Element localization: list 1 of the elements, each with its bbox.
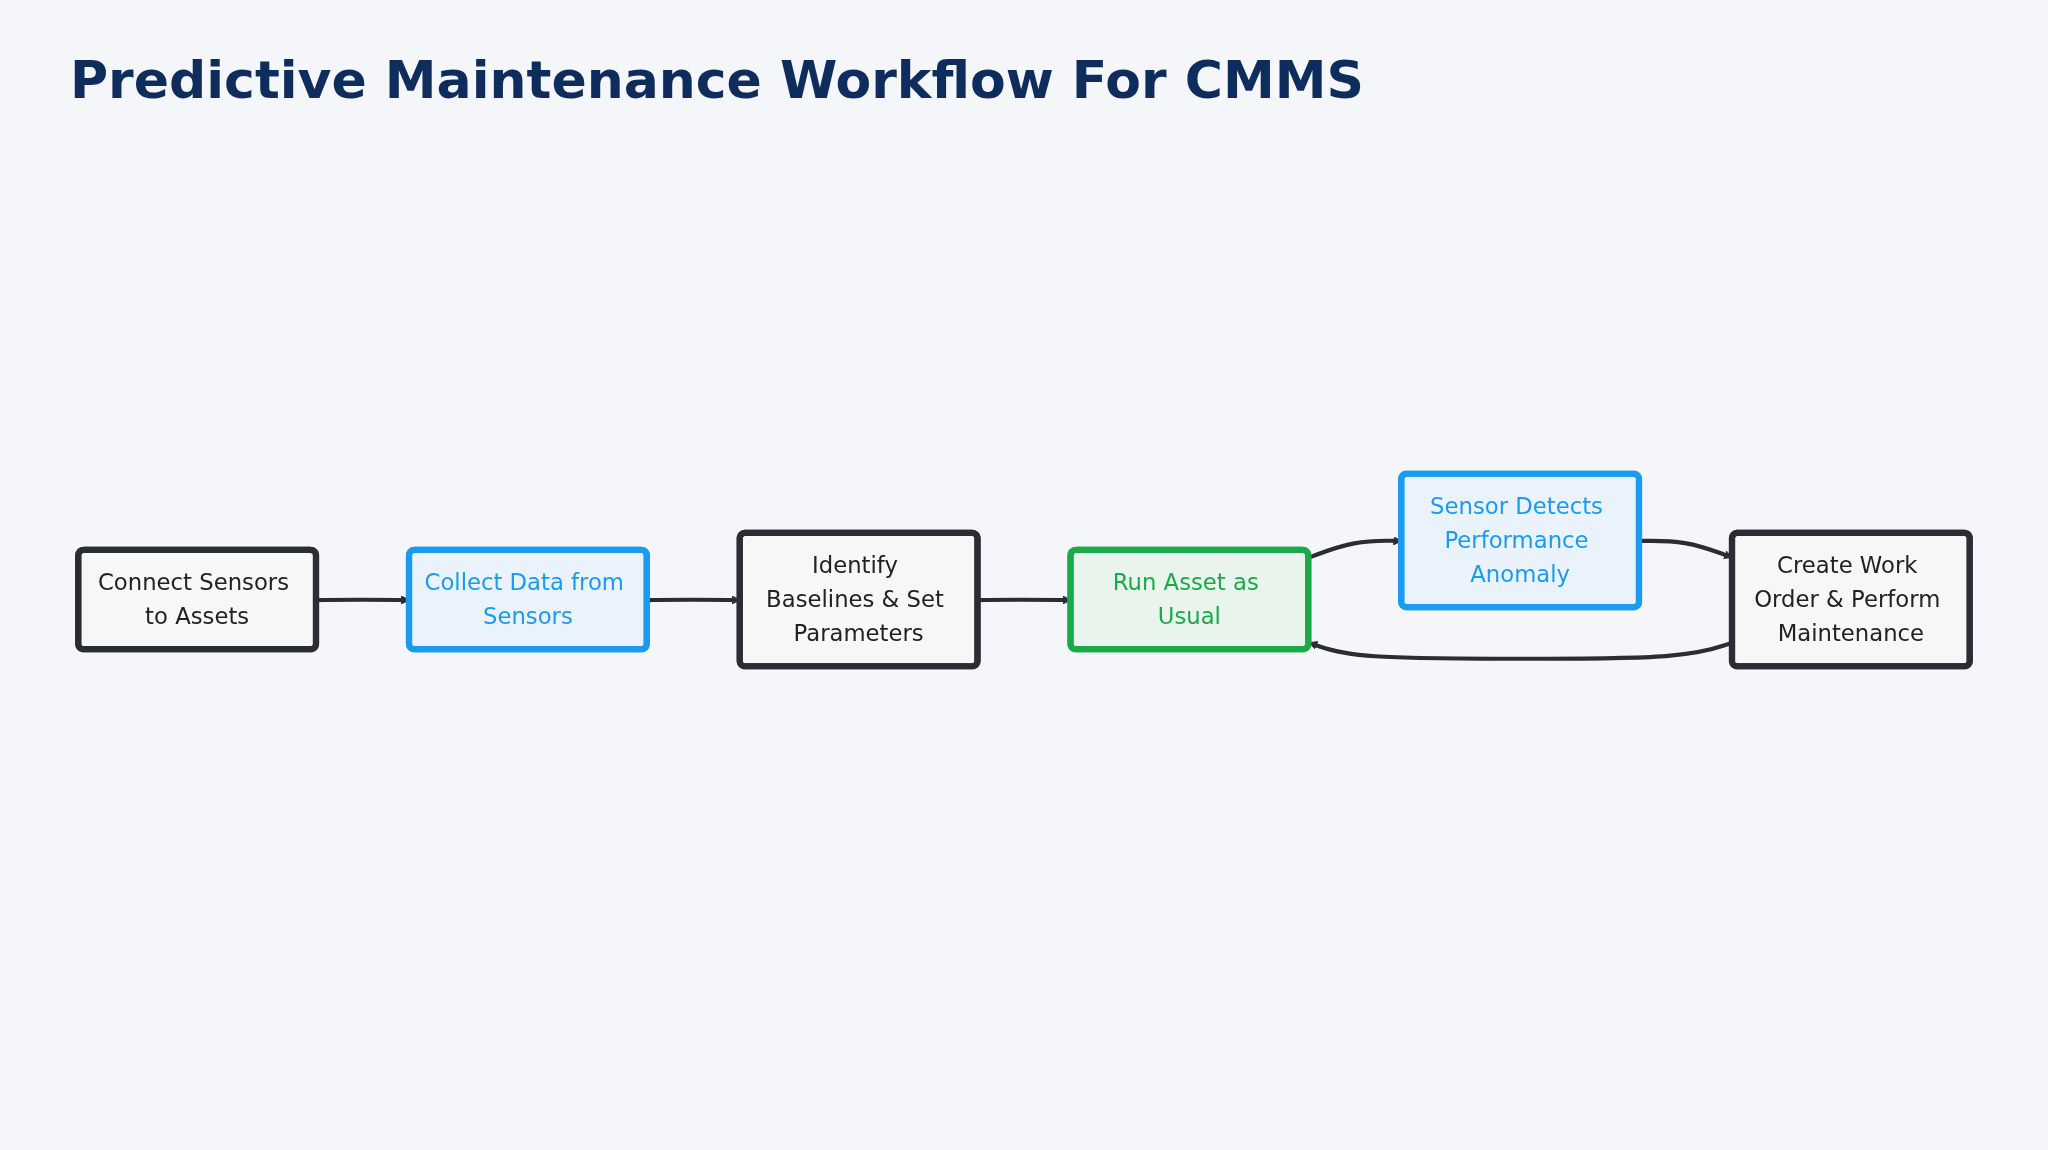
- diagram-title: Predictive Maintenance Workflow For CMMS: [69, 49, 1365, 112]
